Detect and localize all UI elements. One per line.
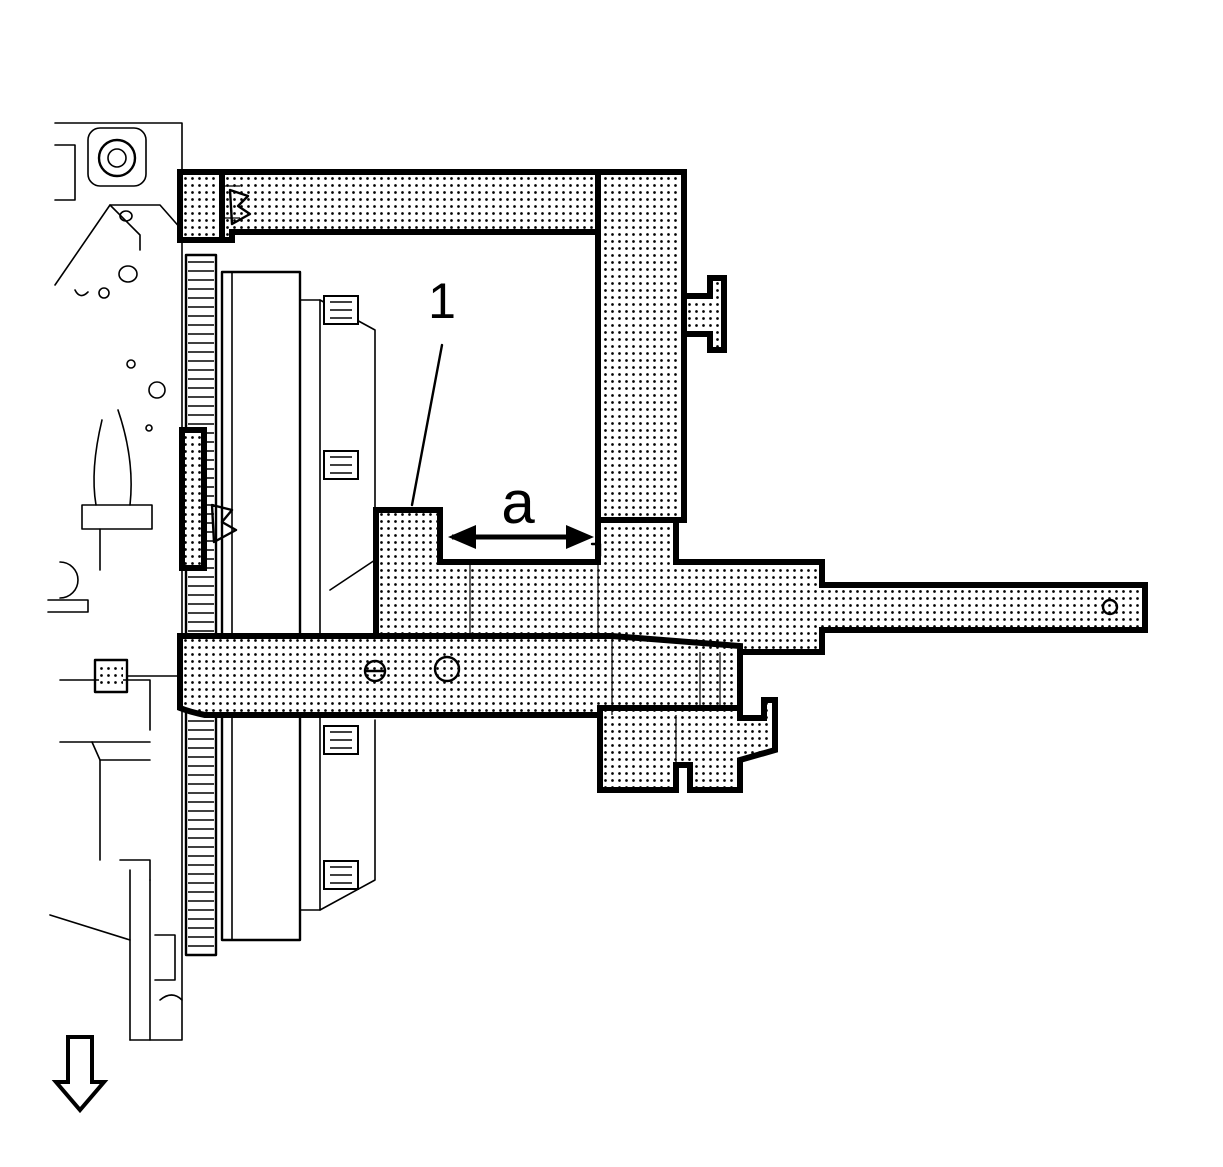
engine-block xyxy=(47,122,183,1041)
flywheel-ring-gear xyxy=(184,253,218,957)
clutch-pressure-plate xyxy=(220,270,376,942)
callout-1: 1 xyxy=(410,273,456,507)
special-tool xyxy=(177,169,1148,793)
dimension-a: a xyxy=(448,469,594,549)
callout-label-1: 1 xyxy=(428,273,456,329)
clutch-bolt xyxy=(323,725,359,755)
clutch-bolt xyxy=(323,450,359,480)
dimension-label-a: a xyxy=(501,469,535,536)
clutch-bolt xyxy=(323,295,359,325)
arrow-down-outline-icon xyxy=(51,1035,109,1114)
clutch-bolt xyxy=(323,860,359,890)
